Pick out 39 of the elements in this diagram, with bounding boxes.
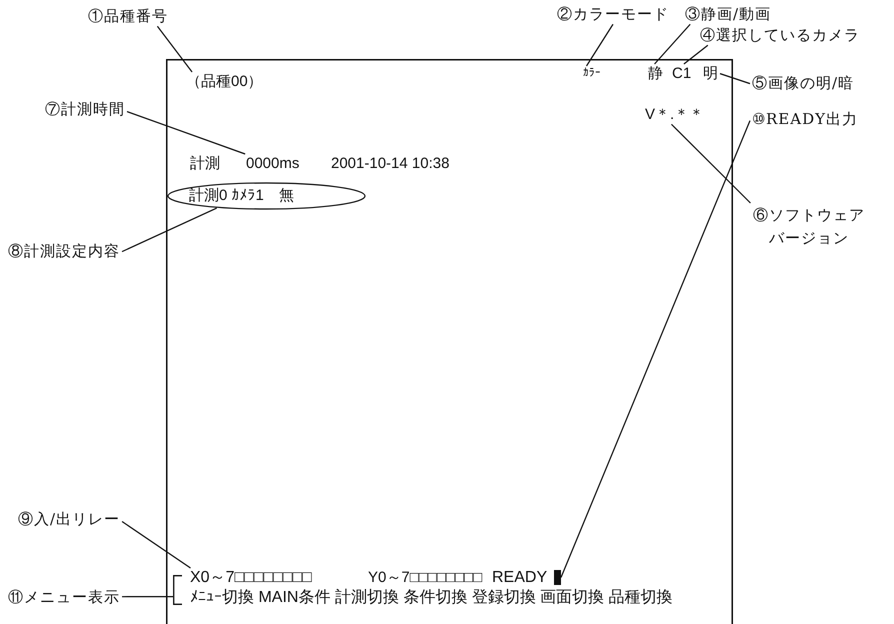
screen-text: ｶﾗｰ [581, 66, 603, 81]
status-block [554, 570, 561, 585]
leader-line [122, 208, 217, 252]
screen-frame [166, 59, 733, 624]
callout-label: ④選択しているカメラ [698, 26, 862, 46]
highlight-ellipse: 計測0 ｶﾒﾗ1 無 [167, 182, 366, 210]
callout-label: ①品種番号 [86, 7, 170, 26]
callout-label: ⑦計測時間 [43, 100, 127, 120]
leader-line [720, 73, 750, 84]
leader-line [122, 521, 191, 568]
callout-label: ②カラーモード [555, 5, 671, 24]
callout-label: ⑧計測設定内容 [6, 242, 122, 262]
screen-text: 明 [701, 64, 720, 84]
screen-text: 0000ms [244, 154, 302, 174]
screen-text: C1 [670, 64, 694, 84]
screen-text: READY [491, 568, 548, 588]
leader-line [126, 110, 246, 155]
screen-text: X0～7□□□□□□□□ [188, 568, 314, 588]
callout-label: ⑥ソフトウェアバージョン [748, 203, 870, 250]
leader-line [560, 120, 751, 578]
callout-label: ⑩READY出力 [750, 110, 860, 130]
leader-line [122, 596, 173, 598]
bracket [173, 575, 182, 605]
screen-text: 計測 [189, 154, 221, 174]
callout-label: ⑨入/出リレー [16, 510, 122, 530]
screen-text: Y0～7□□□□□□□□ [367, 568, 484, 588]
callout-label: ⑤画像の明/暗 [750, 74, 856, 94]
leader-line [654, 24, 691, 64]
screen-text: 2001-10-14 10:38 [330, 154, 450, 174]
leader-line [671, 124, 751, 204]
screen-text: （品種00） [184, 72, 265, 92]
screen-text: 静 [646, 64, 665, 84]
callout-label: ⑪メニュー表示 [6, 588, 122, 608]
leader-line [684, 44, 708, 64]
leader-line [586, 24, 614, 66]
screen-text: V＊.＊＊ [643, 105, 706, 124]
callout-label: ③静画/動画 [683, 5, 774, 24]
leader-line [156, 26, 193, 72]
screen-text: ﾒﾆｭｰ切換 MAIN条件 計測切換 条件切換 登録切換 画面切換 品種切換 [189, 588, 674, 608]
